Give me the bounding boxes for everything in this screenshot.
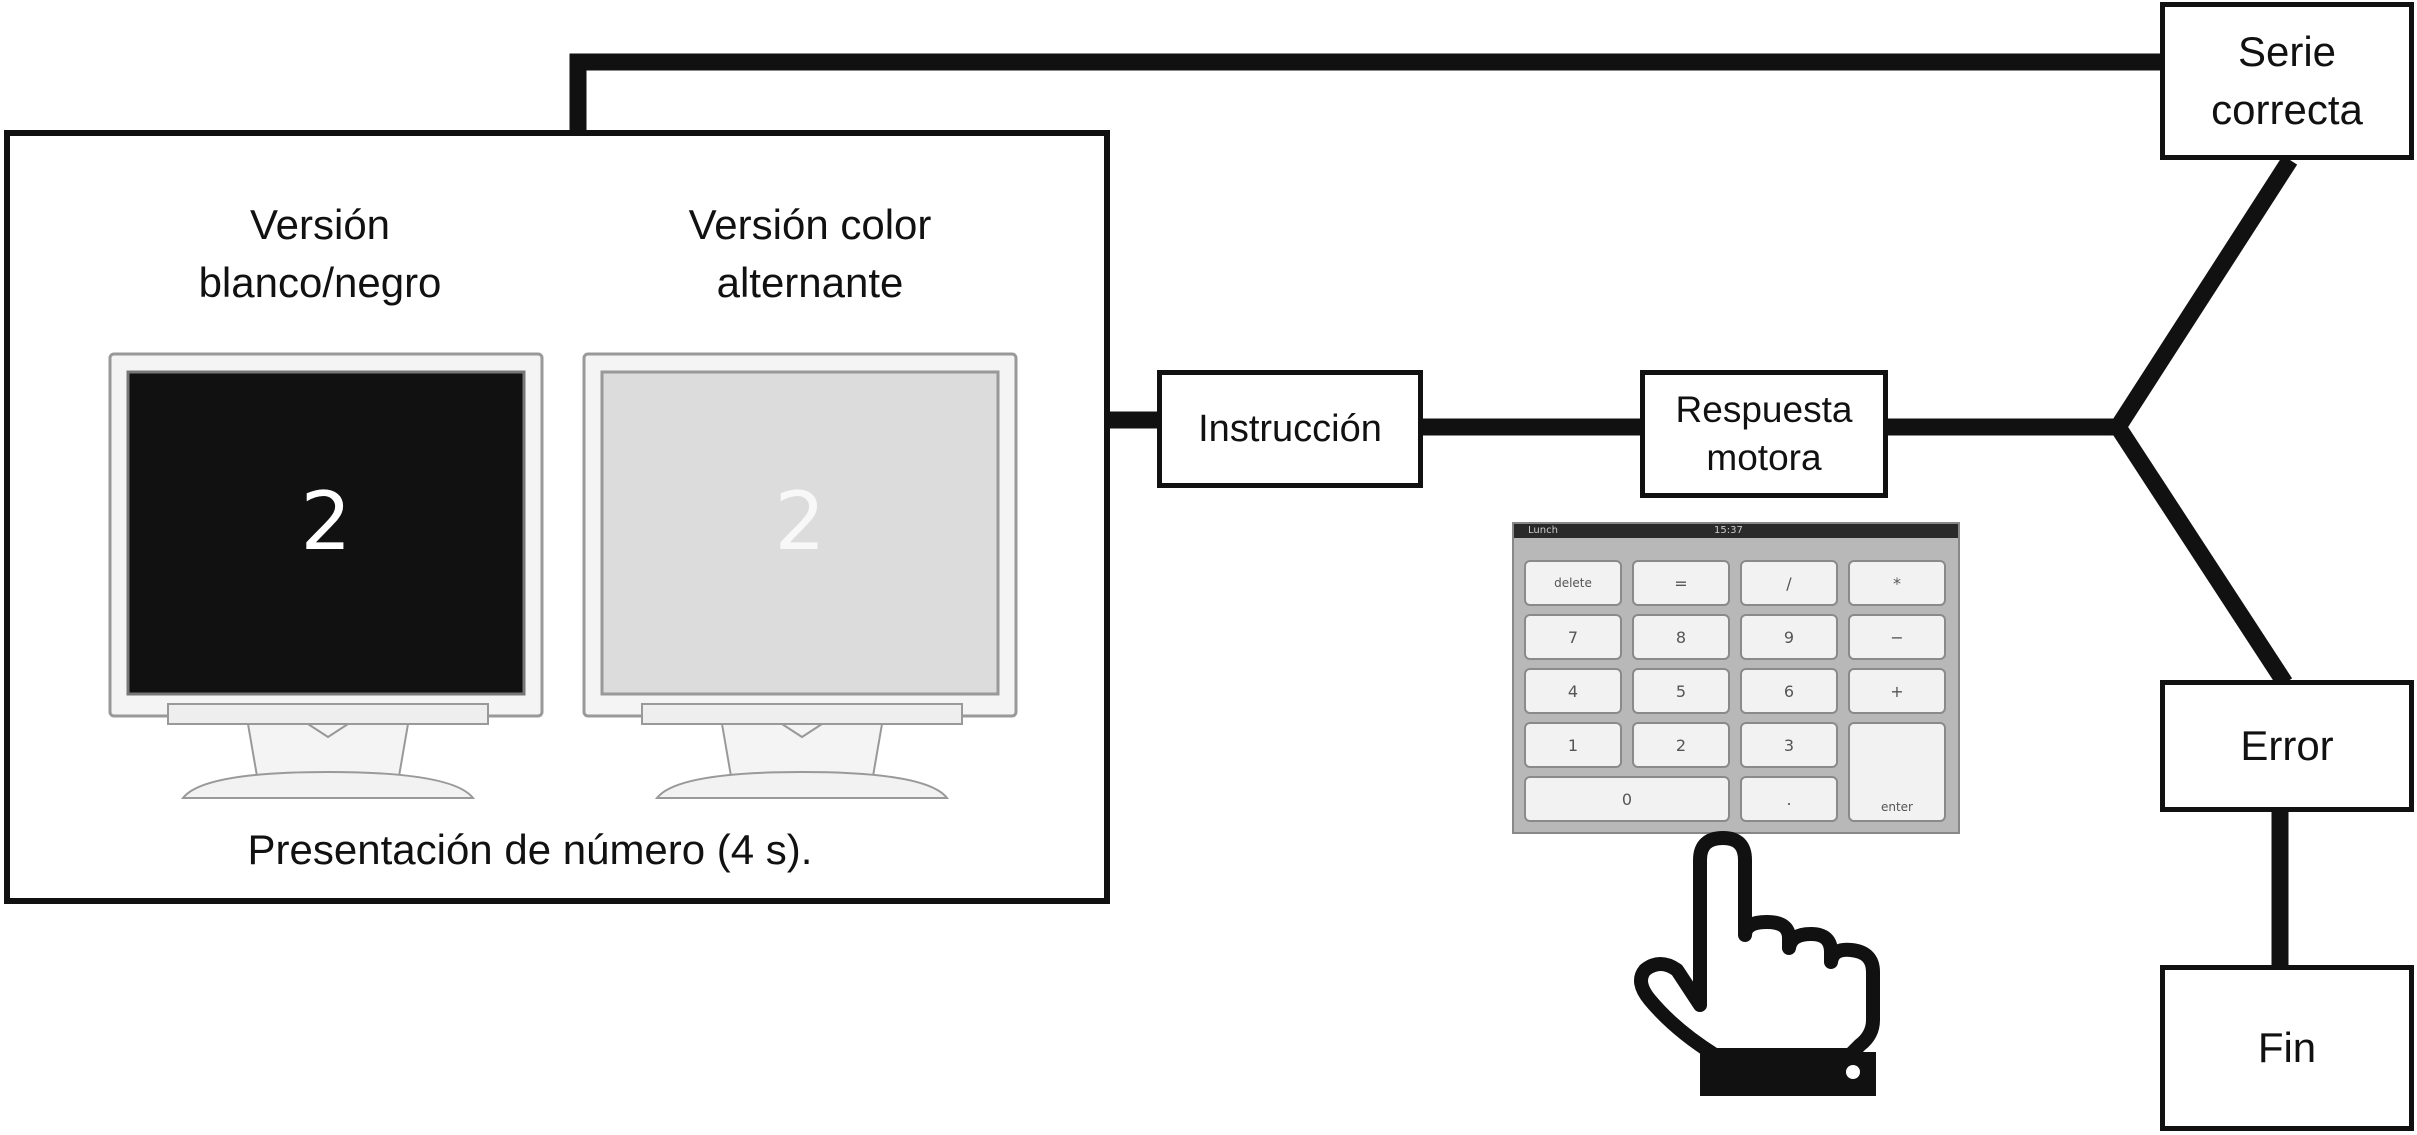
bw-screen bbox=[126, 370, 526, 696]
keypad-key[interactable]: 8 bbox=[1632, 614, 1730, 660]
monitor-color bbox=[582, 352, 1018, 799]
keypad-key[interactable]: 0 bbox=[1524, 776, 1730, 822]
keypad-key[interactable]: * bbox=[1848, 560, 1946, 606]
color-digit: 2 bbox=[774, 475, 826, 568]
keypad-status-bar: Lunch 15:37 bbox=[1514, 524, 1958, 538]
keypad-key[interactable]: 4 bbox=[1524, 668, 1622, 714]
monitor-bw bbox=[108, 352, 544, 799]
pointing-hand-icon bbox=[1634, 831, 1880, 1096]
keypad-key[interactable]: enter bbox=[1848, 722, 1946, 822]
line-branch-to-correct bbox=[2110, 155, 2298, 432]
line-branch-to-error bbox=[2110, 422, 2293, 688]
color-screen bbox=[600, 370, 1000, 696]
stimulus-caption: Presentación de número (4 s). bbox=[247, 826, 813, 873]
keypad-key[interactable]: 2 bbox=[1632, 722, 1730, 768]
line-panel-to-correct bbox=[569, 53, 2165, 134]
motor-response-box: Respuesta motora bbox=[1640, 370, 1888, 498]
status-time: 15:37 bbox=[1714, 525, 1743, 536]
keypad-key[interactable]: 3 bbox=[1740, 722, 1838, 768]
error-box: Error bbox=[2160, 680, 2414, 812]
keypad-key[interactable]: + bbox=[1848, 668, 1946, 714]
instruction-box: Instrucción bbox=[1157, 370, 1423, 488]
keypad-key[interactable]: = bbox=[1632, 560, 1730, 606]
bw-digit: 2 bbox=[300, 475, 352, 568]
status-carrier: Lunch bbox=[1528, 525, 1558, 536]
end-box: Fin bbox=[2160, 965, 2414, 1131]
keypad-key[interactable]: . bbox=[1740, 776, 1838, 822]
keypad-key[interactable]: 6 bbox=[1740, 668, 1838, 714]
correct-series-box: Serie correcta bbox=[2160, 2, 2414, 160]
color-version-title: Versión color alternante bbox=[688, 201, 932, 306]
keypad-key[interactable]: delete bbox=[1524, 560, 1622, 606]
keypad-key[interactable]: 5 bbox=[1632, 668, 1730, 714]
keypad-key[interactable]: 1 bbox=[1524, 722, 1622, 768]
keypad-key[interactable]: / bbox=[1740, 560, 1838, 606]
keypad-key[interactable]: − bbox=[1848, 614, 1946, 660]
keypad-key[interactable]: 7 bbox=[1524, 614, 1622, 660]
bw-version-title: Versión blanco/negro bbox=[198, 201, 442, 306]
keypad-key[interactable]: 9 bbox=[1740, 614, 1838, 660]
